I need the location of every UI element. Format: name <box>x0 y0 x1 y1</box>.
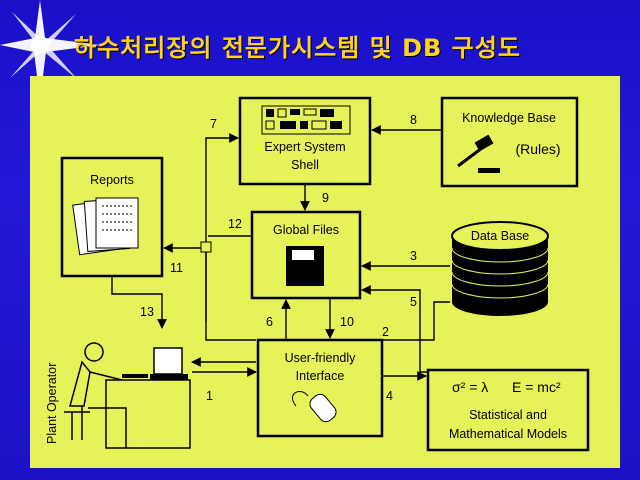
flow-label-3: 3 <box>410 249 417 263</box>
slide-title: 하수처리장의 전문가시스템 및 DB 구성도 <box>74 34 521 62</box>
connector-lines <box>111 125 450 381</box>
data-base-label: Data Base <box>471 229 529 243</box>
global-files-label: Global Files <box>273 223 339 237</box>
ui-line2: Interface <box>296 369 345 383</box>
control-panel-icon <box>261 105 351 135</box>
models-line1: Statistical and <box>469 408 547 422</box>
flow-label-5: 5 <box>410 295 417 309</box>
user-friendly-interface-box: User-friendly Interface <box>256 338 384 438</box>
flow-label-6: 6 <box>266 315 273 329</box>
data-base-cylinder: Data Base <box>451 221 549 316</box>
gavel-icon <box>457 134 500 173</box>
global-files-box: Global Files <box>250 210 362 300</box>
diagram-panel: Expert System Shell Knowledge Base (Rule… <box>30 76 620 468</box>
formula-energy: E = mc² <box>512 379 561 395</box>
flow-label-1: 1 <box>206 389 213 403</box>
expert-shell-line1: Expert System <box>264 140 345 154</box>
plant-operator-label: Plant Operator <box>45 363 59 444</box>
flow-label-7: 7 <box>210 117 217 131</box>
expert-system-shell-box: Expert System Shell <box>238 96 372 186</box>
document-stack-icon <box>72 197 139 256</box>
models-line2: Mathematical Models <box>449 427 567 441</box>
starburst-icon <box>0 0 100 100</box>
system-diagram: Expert System Shell Knowledge Base (Rule… <box>45 96 590 452</box>
flow-label-10: 10 <box>340 315 354 329</box>
flow-label-9: 9 <box>322 191 329 205</box>
reports-label: Reports <box>90 173 134 187</box>
mouse-icon <box>292 391 337 423</box>
floppy-disk-icon <box>286 246 324 286</box>
flow-label-13: 13 <box>140 305 154 319</box>
flow-label-12: 12 <box>228 217 242 231</box>
formula-variance: σ² = λ <box>452 379 488 395</box>
computer-terminal-icon <box>122 347 188 380</box>
knowledge-base-line1: Knowledge Base <box>462 111 556 125</box>
knowledge-base-box: Knowledge Base (Rules) <box>440 96 579 188</box>
flow-label-4: 4 <box>386 389 393 403</box>
plant-operator-illustration <box>64 342 191 449</box>
knowledge-base-line2: (Rules) <box>515 141 560 157</box>
flow-label-2: 2 <box>382 325 389 339</box>
statistical-models-box: σ² = λ E = mc² Statistical and Mathemati… <box>426 368 590 452</box>
flow-label-8: 8 <box>410 113 417 127</box>
expert-shell-line2: Shell <box>291 158 319 172</box>
ui-line1: User-friendly <box>285 351 357 365</box>
reports-box: Reports <box>60 156 164 278</box>
flow-label-11: 11 <box>170 261 183 275</box>
